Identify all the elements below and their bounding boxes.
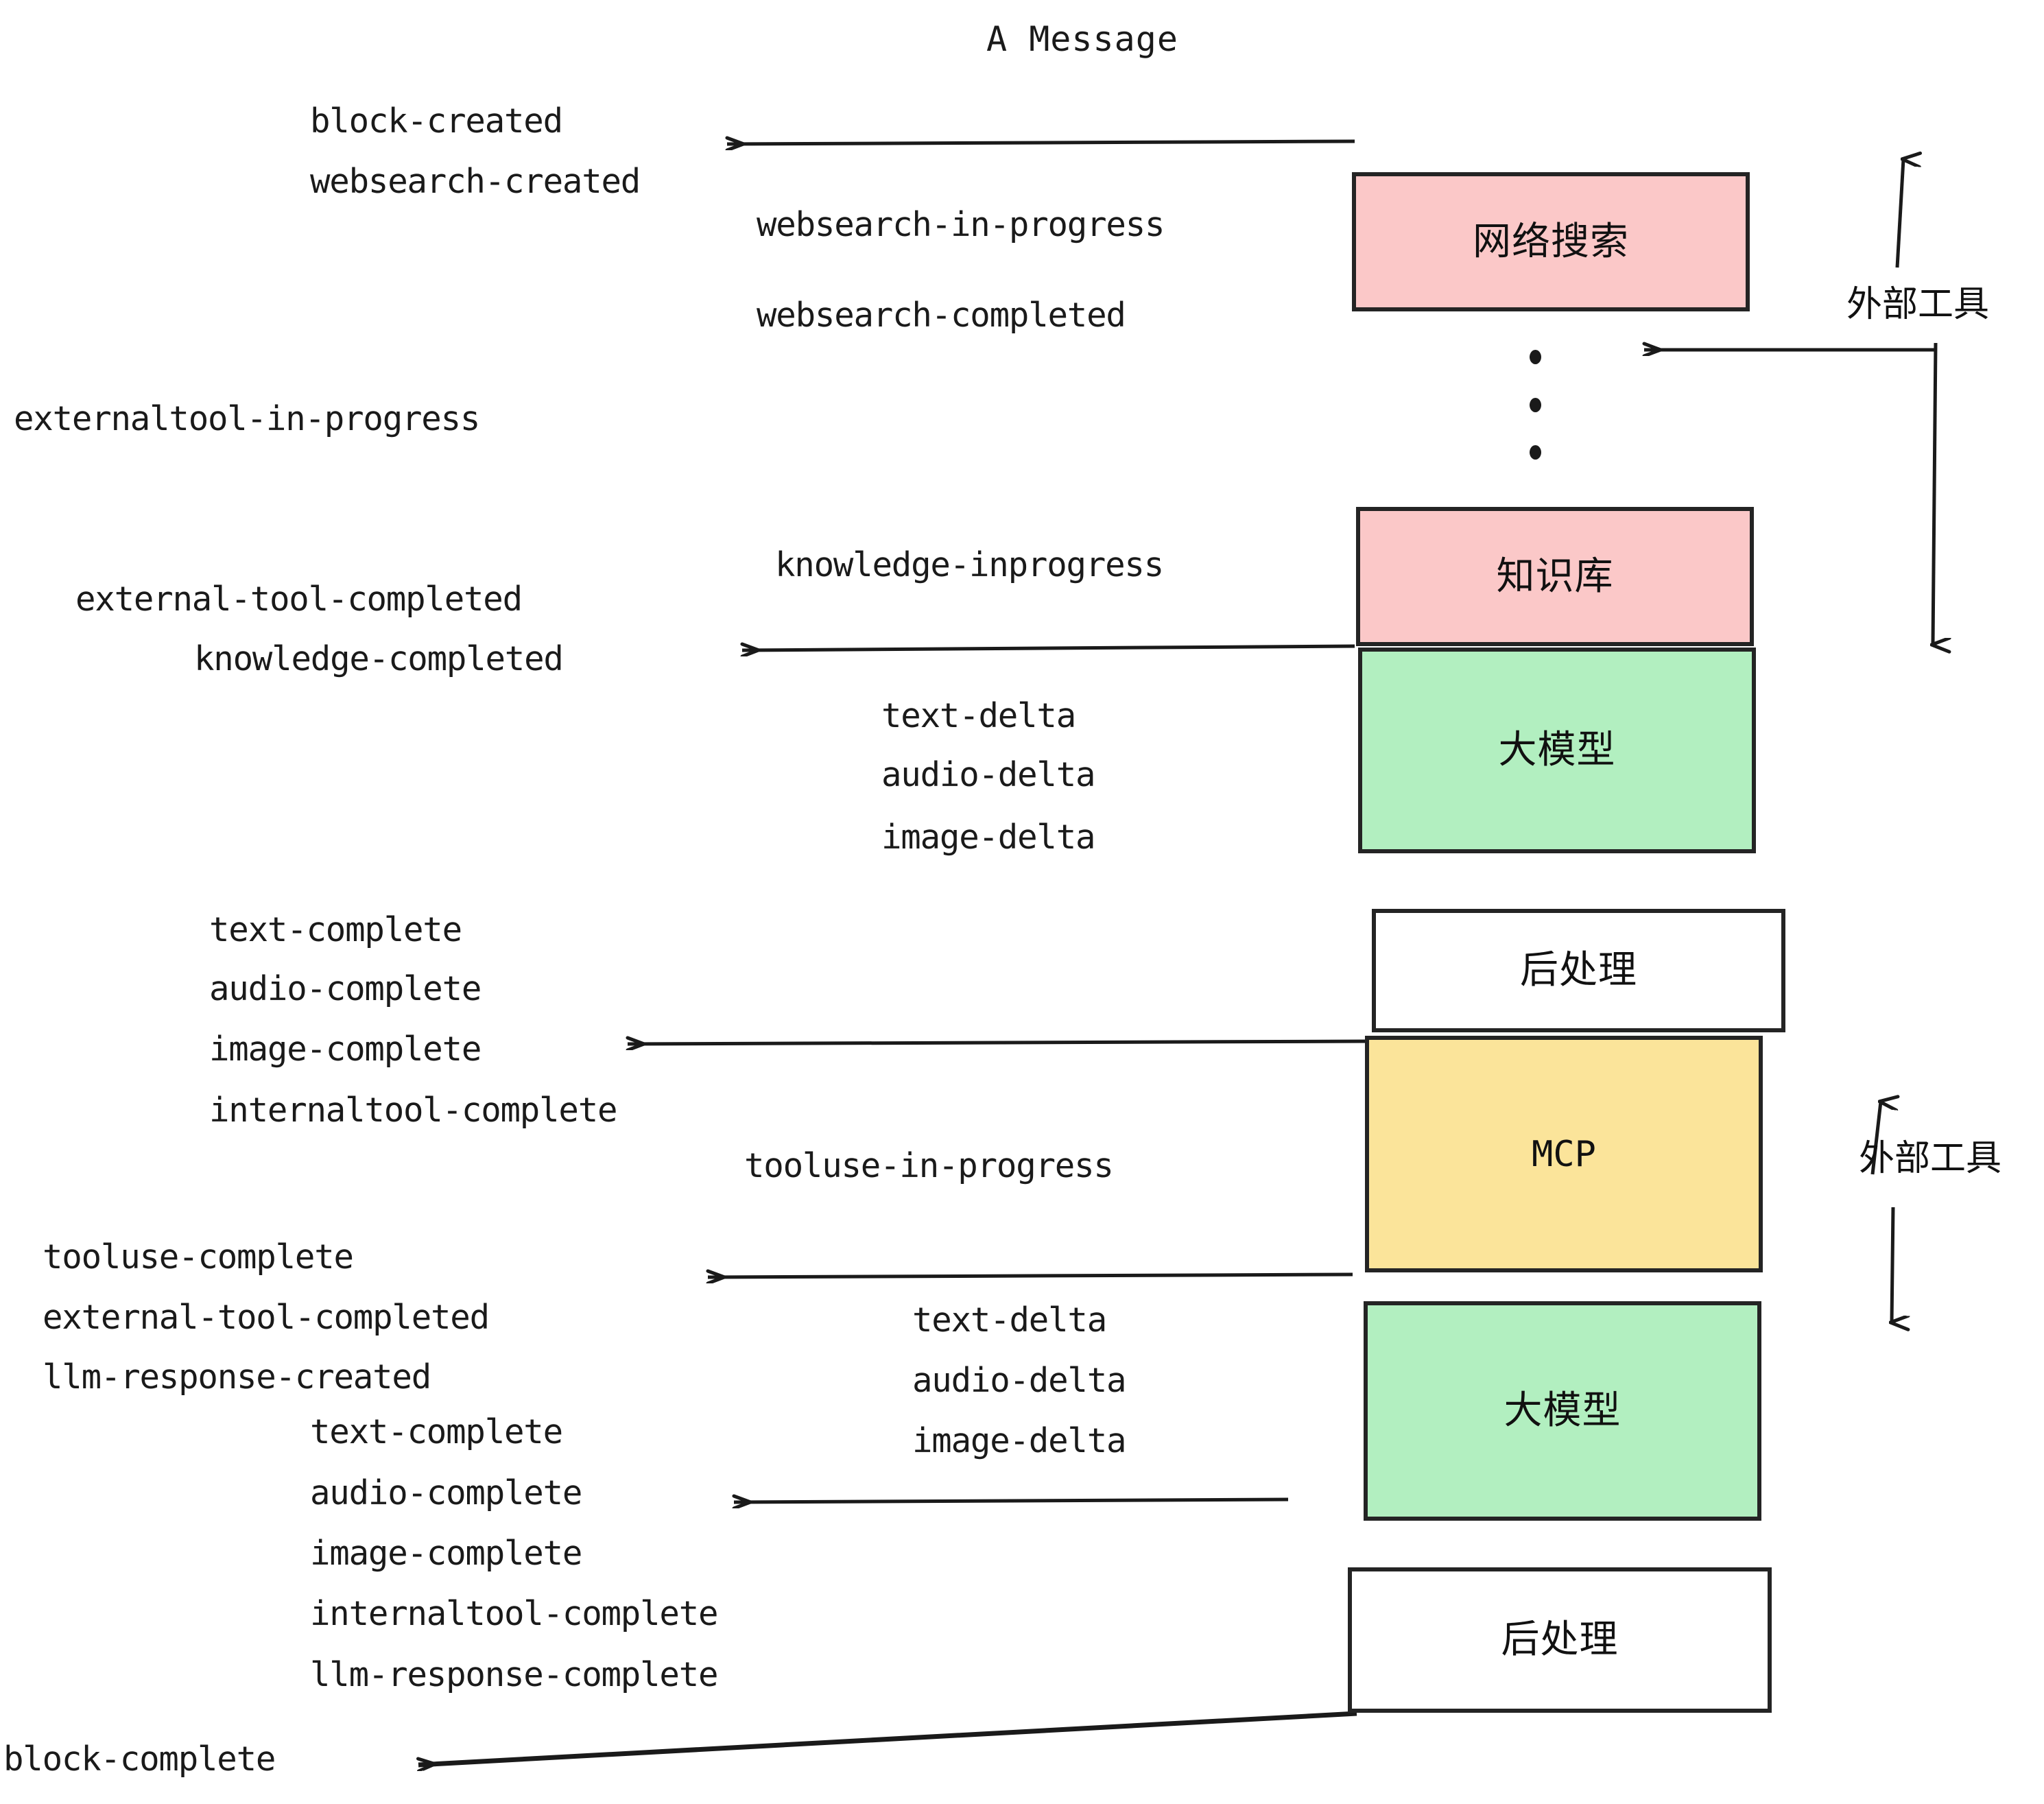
event-knowledge-completed: knowledge-completed bbox=[194, 639, 564, 678]
arrow-websearch-to-created bbox=[727, 141, 1355, 144]
event-image-delta-1: image-delta bbox=[881, 818, 1096, 857]
group-label-external-tool-bottom: 外部工具 bbox=[1859, 1138, 2002, 1179]
arrow-postprocess-to-block-complete bbox=[418, 1711, 1357, 1765]
page-title: A Message bbox=[986, 19, 1178, 59]
event-websearch-completed: websearch-completed bbox=[757, 296, 1126, 335]
event-text-delta-1: text-delta bbox=[881, 696, 1076, 735]
event-block-complete: block-complete bbox=[3, 1740, 276, 1779]
arrow-mcp-to-tooluse-complete bbox=[708, 1274, 1353, 1277]
node-postprocess-upper-label: 后处理 bbox=[1520, 948, 1637, 993]
node-llm-lower-label: 大模型 bbox=[1504, 1388, 1621, 1433]
event-external-tool-completed-1: external-tool-completed bbox=[75, 580, 523, 619]
node-websearch[interactable]: 网络搜索 bbox=[1352, 172, 1750, 311]
arrow-external-tool-top-downline bbox=[1933, 342, 1936, 645]
event-llm-response-complete: llm-response-complete bbox=[310, 1655, 719, 1694]
event-audio-delta-2: audio-delta bbox=[912, 1361, 1127, 1400]
arrow-external-tool-top-up bbox=[1895, 159, 1903, 268]
event-audio-complete-2: audio-complete bbox=[310, 1473, 582, 1512]
node-knowledge-base-label: 知识库 bbox=[1496, 554, 1614, 599]
event-audio-delta-1: audio-delta bbox=[881, 755, 1096, 794]
arrow-knowledge-to-completed bbox=[742, 646, 1355, 650]
arrow-postprocess-to-image-complete bbox=[628, 1041, 1370, 1044]
event-internaltool-complete-2: internaltool-complete bbox=[310, 1594, 719, 1633]
node-postprocess-upper[interactable]: 后处理 bbox=[1372, 909, 1785, 1032]
node-llm-upper[interactable]: 大模型 bbox=[1358, 648, 1756, 853]
event-image-complete-2: image-complete bbox=[310, 1534, 582, 1573]
event-llm-response-created: llm-response-created bbox=[43, 1357, 431, 1397]
event-internaltool-complete-1: internaltool-complete bbox=[209, 1091, 618, 1130]
event-audio-complete-1: audio-complete bbox=[209, 969, 482, 1008]
arrow-llm-to-audio-complete bbox=[734, 1499, 1289, 1502]
event-image-delta-2: image-delta bbox=[912, 1421, 1127, 1460]
event-tooluse-in-progress: tooluse-in-progress bbox=[744, 1146, 1114, 1185]
event-knowledge-inprogress: knowledge-inprogress bbox=[775, 545, 1164, 584]
event-websearch-in-progress: websearch-in-progress bbox=[757, 205, 1165, 244]
event-text-delta-2: text-delta bbox=[912, 1301, 1107, 1340]
node-llm-upper-label: 大模型 bbox=[1498, 728, 1616, 772]
group-label-external-tool-top: 外部工具 bbox=[1846, 284, 1990, 325]
node-knowledge-base[interactable]: 知识库 bbox=[1356, 507, 1754, 646]
node-postprocess-lower[interactable]: 后处理 bbox=[1348, 1567, 1772, 1713]
arrow-external-tool-bottom-downline bbox=[1892, 1207, 1893, 1322]
event-externaltool-in-progress: externaltool-in-progress bbox=[14, 399, 480, 438]
event-external-tool-completed-2: external-tool-completed bbox=[43, 1298, 490, 1337]
event-text-complete-1: text-complete bbox=[209, 910, 462, 949]
event-text-complete-2: text-complete bbox=[310, 1412, 563, 1451]
node-websearch-label: 网络搜索 bbox=[1473, 219, 1629, 264]
node-mcp-label: MCP bbox=[1532, 1133, 1596, 1175]
event-image-complete-1: image-complete bbox=[209, 1030, 482, 1069]
node-mcp[interactable]: MCP bbox=[1365, 1036, 1763, 1272]
event-block-created: block-created bbox=[310, 102, 563, 141]
node-llm-lower[interactable]: 大模型 bbox=[1364, 1301, 1761, 1521]
node-postprocess-lower-label: 后处理 bbox=[1501, 1617, 1619, 1662]
vertical-ellipsis-icon bbox=[1528, 350, 1542, 460]
event-tooluse-complete: tooluse-complete bbox=[43, 1237, 354, 1277]
event-websearch-created: websearch-created bbox=[310, 162, 641, 201]
